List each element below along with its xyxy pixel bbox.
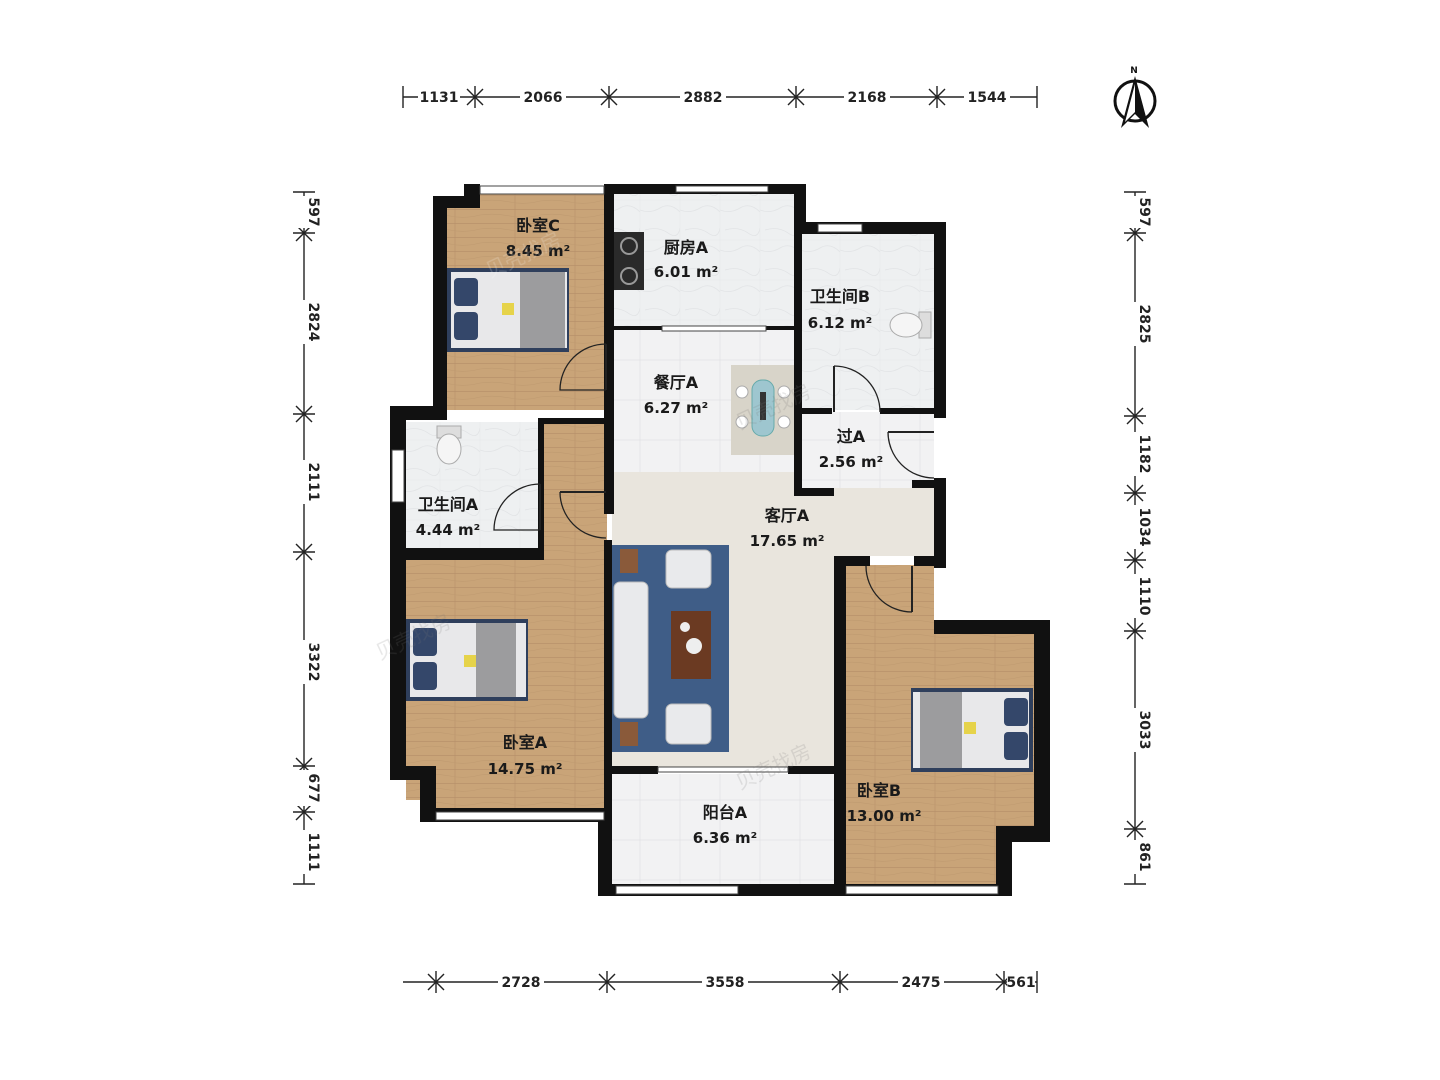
dim-tick [427, 971, 445, 993]
dim-tick [1124, 622, 1146, 640]
floor-bedroom-c-top [478, 192, 608, 200]
floor-bedroom-a [406, 420, 607, 808]
door-icon [559, 343, 607, 391]
dim-tick [1124, 407, 1146, 425]
room-name-bedroom-c: 卧室C [516, 216, 560, 235]
window [661, 325, 767, 332]
dim-tick [598, 971, 616, 993]
dim-top-5: 1544 [968, 90, 1007, 106]
bed-icon [447, 268, 569, 352]
dim-tick [466, 86, 484, 108]
window [817, 223, 863, 233]
room-area-balcony-a: 6.36 m² [693, 829, 757, 847]
room-area-bathroom-a: 4.44 m² [416, 521, 480, 539]
room-name-bathroom-a: 卫生间A [418, 495, 479, 514]
dim-left-4: 3322 [305, 643, 321, 682]
dim-bottom-3: 2475 [902, 975, 941, 991]
door-icon [559, 491, 607, 539]
dim-top-2: 2066 [524, 90, 563, 106]
window [479, 185, 605, 195]
compass-north-label: N [1130, 66, 1138, 76]
dim-right-6: 3033 [1136, 711, 1152, 750]
room-area-dining-a: 6.27 m² [644, 399, 708, 417]
dim-bottom-2: 3558 [706, 975, 745, 991]
compass-icon: N [1113, 66, 1157, 128]
dim-top-1: 1131 [420, 90, 459, 106]
room-area-corridor-a: 2.56 m² [819, 453, 883, 471]
room-name-dining-a: 餐厅A [653, 373, 699, 392]
floor-balcony [612, 774, 836, 886]
bed-icon [406, 619, 528, 701]
sofa-set-icon [612, 545, 729, 752]
window [435, 811, 605, 821]
room-area-bedroom-b: 13.00 m² [847, 807, 922, 825]
room-area-bedroom-c: 8.45 m² [506, 242, 570, 260]
room-area-bathroom-b: 6.12 m² [808, 314, 872, 332]
bed-icon [911, 688, 1033, 772]
furniture [406, 232, 1033, 772]
dim-left-6: 1111 [305, 833, 321, 872]
room-name-bathroom-b: 卫生间B [810, 287, 870, 306]
room-name-corridor-a: 过A [837, 427, 866, 446]
dim-right-1: 597 [1136, 197, 1152, 226]
dim-tick [293, 543, 315, 561]
dim-tick [1124, 820, 1146, 838]
dimension-lines: 1131 2066 2882 2168 1544 2728 3558 2475 … [293, 86, 1152, 993]
dim-top-3: 2882 [684, 90, 723, 106]
window [391, 449, 405, 503]
window [615, 885, 739, 895]
room-name-bedroom-a: 卧室A [503, 733, 548, 752]
dim-left-3: 2111 [305, 463, 321, 502]
room-name-living-a: 客厅A [765, 506, 810, 525]
door-icon [833, 365, 881, 413]
room-name-balcony-a: 阳台A [703, 803, 748, 822]
room-name-bedroom-b: 卧室B [857, 781, 901, 800]
dim-right-2: 2825 [1136, 305, 1152, 344]
dim-tick [293, 405, 315, 423]
room-labels: 卧室C 8.45 m² 厨房A 6.01 m² 卫生间B 6.12 m² 餐厅A… [416, 216, 922, 847]
stove-icon [614, 232, 644, 290]
doors [493, 343, 935, 613]
door-icon [887, 431, 935, 479]
window [657, 766, 789, 773]
dining-table-icon [731, 365, 794, 455]
room-area-living-a: 17.65 m² [750, 532, 825, 550]
dim-right-4: 1034 [1136, 508, 1152, 547]
dim-top-4: 2168 [848, 90, 887, 106]
room-area-kitchen-a: 6.01 m² [654, 263, 718, 281]
window [675, 185, 769, 193]
floor-corridor [800, 412, 934, 488]
dim-tick [787, 86, 805, 108]
toilet-icon [889, 311, 932, 339]
dim-bottom-1: 2728 [502, 975, 541, 991]
dim-tick [600, 86, 618, 108]
windows [391, 185, 999, 895]
dim-left-1: 597 [305, 197, 321, 226]
door-icon [865, 565, 913, 613]
dim-tick [1124, 551, 1146, 569]
dim-right-5: 1110 [1136, 577, 1152, 616]
dim-right-7: 861 [1136, 842, 1152, 871]
dim-right-3: 1182 [1136, 435, 1152, 474]
room-area-bedroom-a: 14.75 m² [488, 760, 563, 778]
dim-tick [293, 803, 315, 821]
dim-tick [831, 971, 849, 993]
dim-bottom-4: 561 [1006, 975, 1035, 991]
dim-left-2: 2824 [305, 303, 321, 342]
window [845, 885, 999, 895]
toilet-icon [436, 425, 462, 465]
door-icon [493, 483, 541, 531]
dim-tick [1124, 484, 1146, 502]
dim-tick [928, 86, 946, 108]
floor-bathroom-a [406, 422, 538, 550]
room-name-kitchen-a: 厨房A [664, 238, 709, 257]
dim-left-5: 677 [305, 773, 321, 802]
